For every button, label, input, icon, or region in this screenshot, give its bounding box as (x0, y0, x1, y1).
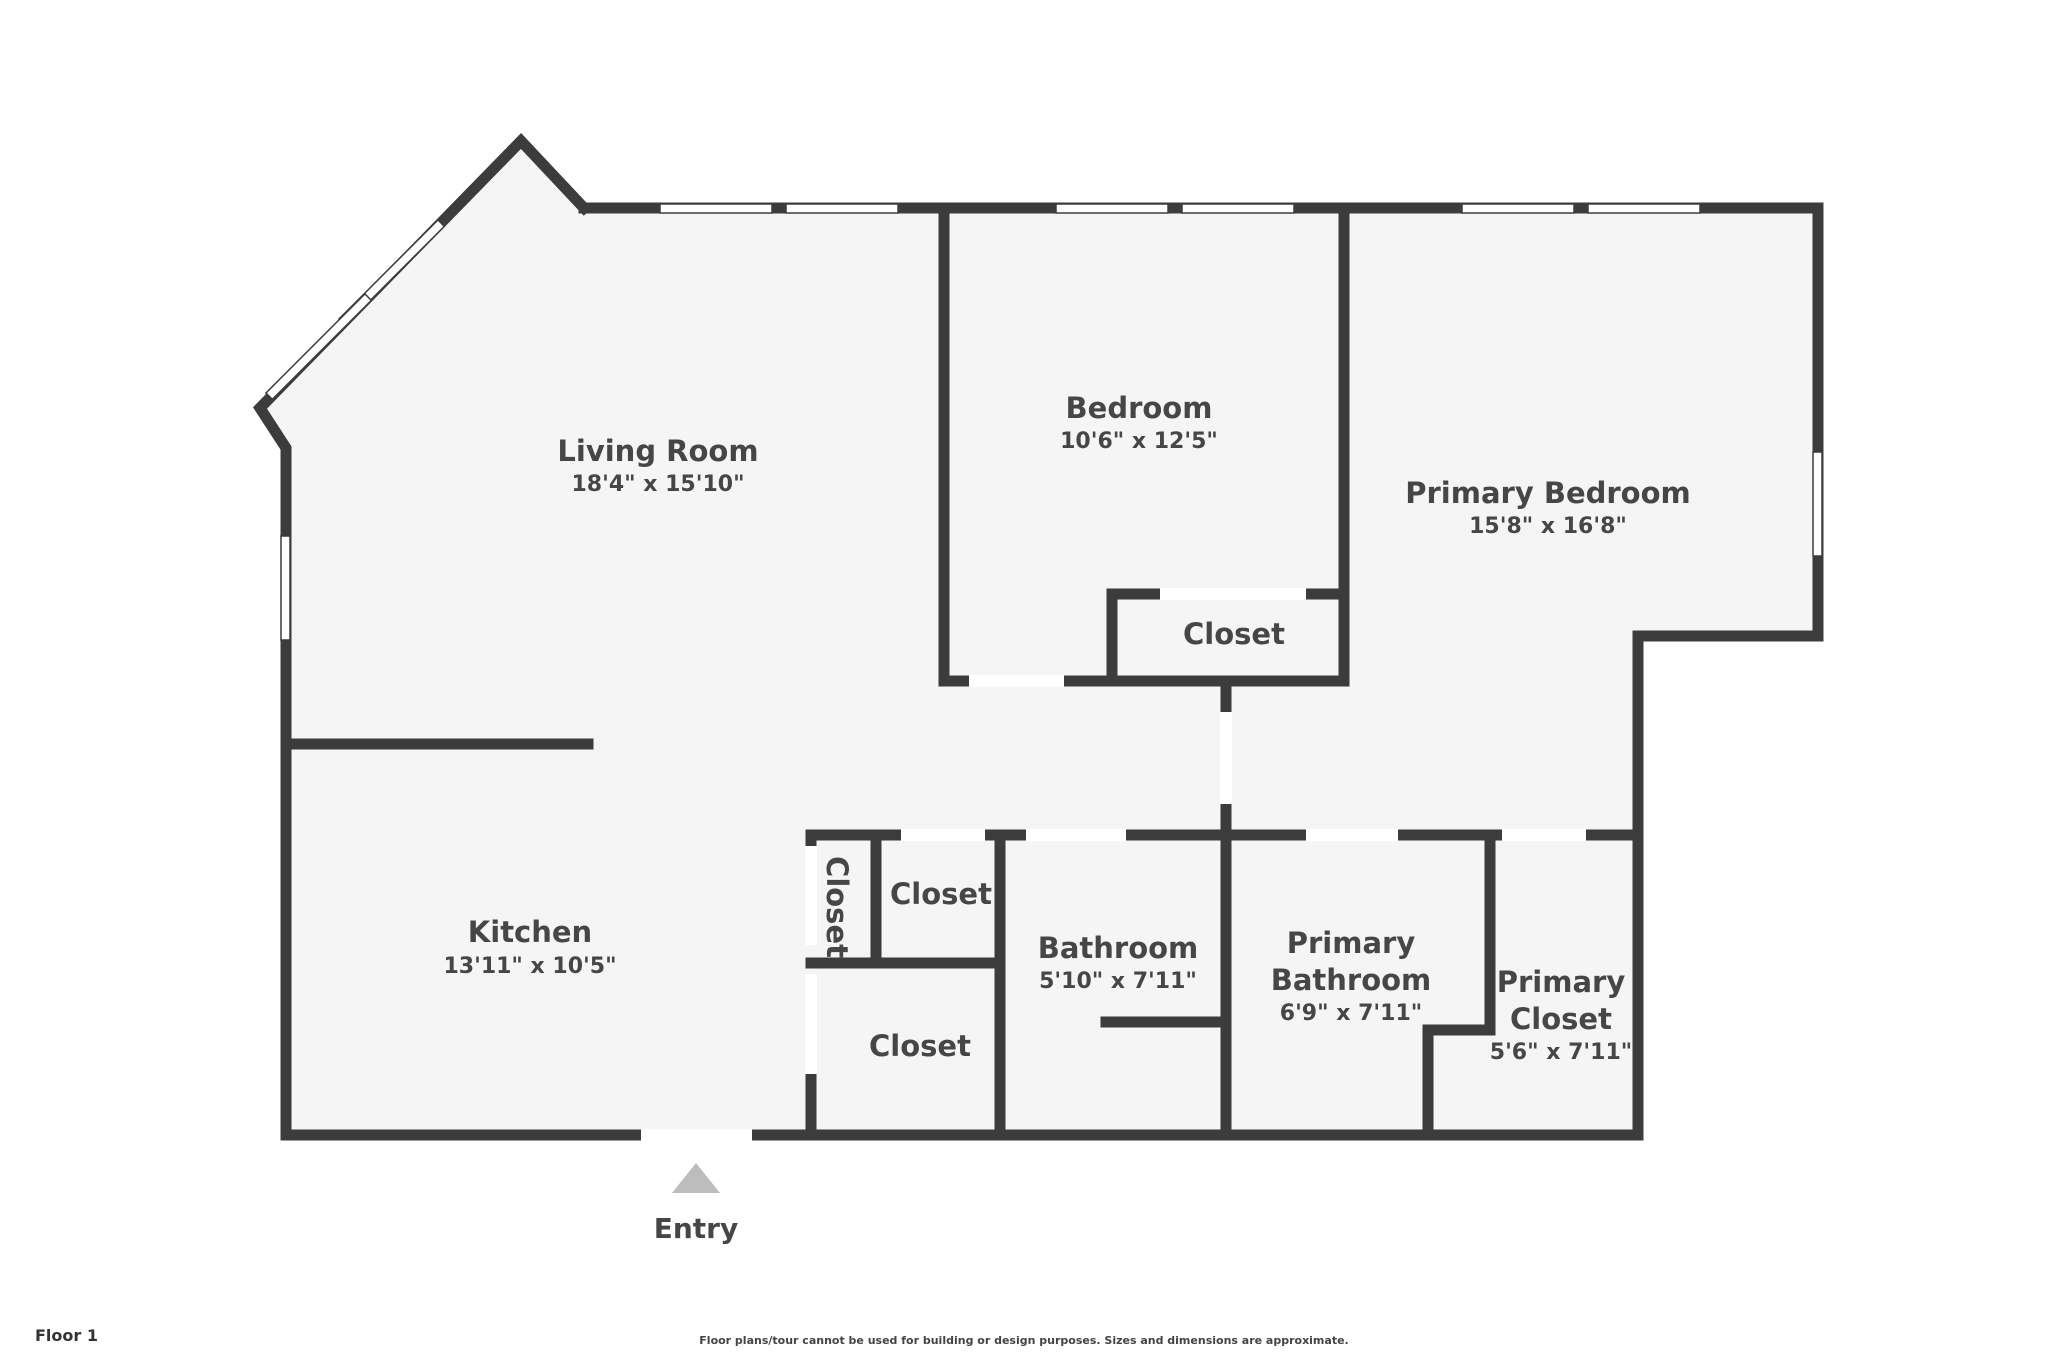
kitchen-dims: 13'11" x 10'5" (443, 954, 616, 979)
primary-bedroom-name: Primary Bedroom (1405, 476, 1690, 510)
window (1812, 451, 1823, 557)
window (280, 535, 291, 641)
entry-arrow-icon (672, 1163, 720, 1193)
living-room-dims: 18'4" x 15'10" (571, 472, 744, 497)
bathroom-dims: 5'10" x 7'11" (1039, 969, 1197, 994)
window (659, 203, 773, 214)
openings (641, 588, 1586, 1141)
primary-bathroom-name-line1: Primary (1287, 926, 1416, 960)
window (1181, 203, 1295, 214)
primary-closet-name-line1: Primary (1497, 965, 1626, 999)
closet-vertical-name: Closet (820, 856, 854, 958)
kitchen-name: Kitchen (468, 915, 592, 949)
primary-bathroom-dims: 6'9" x 7'11" (1280, 1001, 1422, 1026)
floor-label: Floor 1 (35, 1326, 98, 1345)
window (785, 203, 899, 214)
window (1055, 203, 1169, 214)
primary-closet-dims: 5'6" x 7'11" (1490, 1040, 1632, 1065)
primary-closet-wall (1422, 829, 1496, 1141)
living-room-name: Living Room (557, 434, 758, 468)
closet-lower-name: Closet (869, 1029, 971, 1063)
primary-closet-name-line2: Closet (1510, 1002, 1612, 1036)
primary-bathroom-name-line2: Bathroom (1271, 963, 1432, 997)
windows (264, 203, 1823, 641)
entry-label: Entry (654, 1212, 739, 1245)
window (264, 292, 373, 401)
floor-area (260, 141, 1818, 1135)
closet-small-name: Closet (890, 877, 992, 911)
bathroom-name: Bathroom (1038, 931, 1199, 965)
disclaimer-text: Floor plans/tour cannot be used for buil… (699, 1334, 1349, 1347)
labels: Living Room 18'4" x 15'10" Bedroom 10'6"… (443, 391, 1690, 1245)
window (1461, 203, 1575, 214)
bedroom-dims: 10'6" x 12'5" (1060, 429, 1218, 454)
bedroom-name: Bedroom (1066, 391, 1213, 425)
window (1587, 203, 1701, 214)
primary-bedroom-dims: 15'8" x 16'8" (1469, 514, 1627, 539)
closet-bedroom-name: Closet (1183, 617, 1285, 651)
